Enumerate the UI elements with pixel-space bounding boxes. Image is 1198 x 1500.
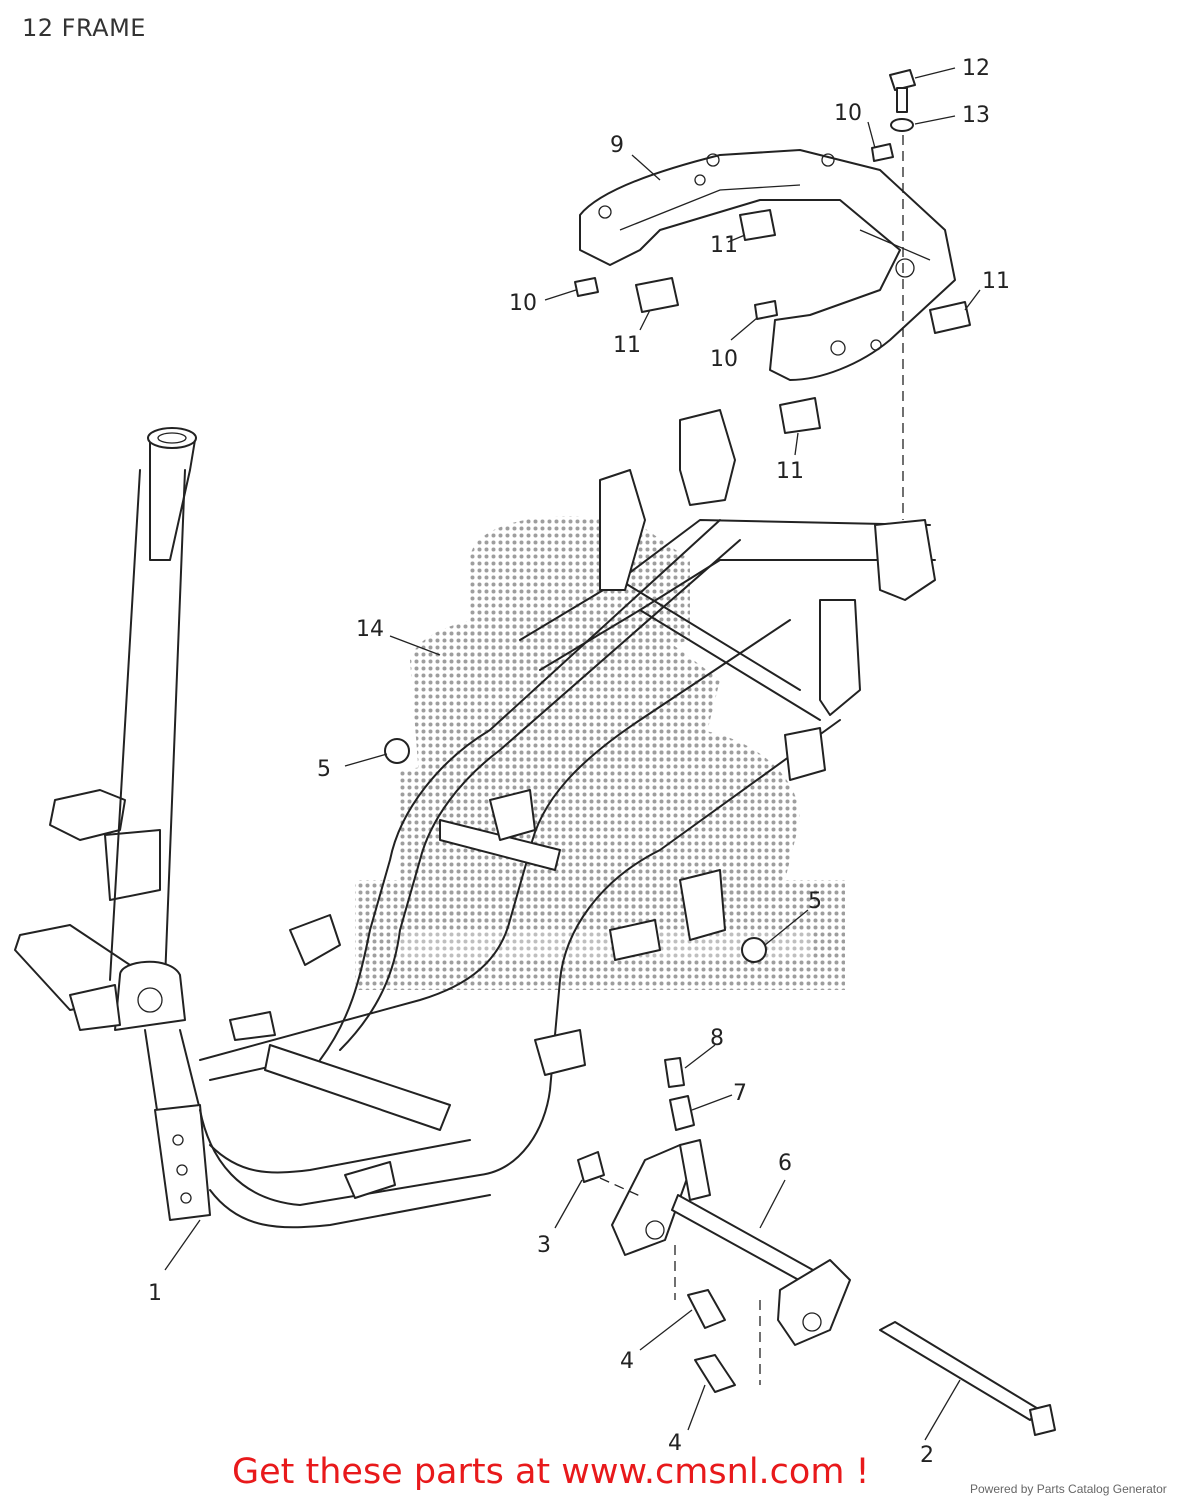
callout-8: 8 — [710, 1026, 724, 1051]
callout-3: 3 — [537, 1233, 551, 1258]
callout-1: 1 — [148, 1281, 162, 1306]
clips — [574, 143, 894, 320]
powered-by-text: Powered by Parts Catalog Generator — [970, 1482, 1167, 1496]
callout-10b: 10 — [710, 347, 738, 372]
nut-lower — [741, 937, 767, 963]
callout-5b: 5 — [808, 889, 822, 914]
shoulder-bolt-upper — [687, 1289, 726, 1329]
spring — [664, 1057, 685, 1088]
shoulder-bolt-lower — [694, 1354, 736, 1393]
callout-11d: 11 — [776, 459, 804, 484]
engine-hanger — [579, 149, 956, 381]
alignment-line-nut — [599, 1177, 641, 1197]
callout-9: 9 — [610, 133, 624, 158]
callout-5a: 5 — [317, 757, 331, 782]
collar — [669, 1095, 695, 1131]
leader-lines — [164, 67, 981, 1441]
callout-14: 14 — [356, 617, 384, 642]
get-parts-link[interactable]: Get these parts at www.cmsnl.com ! — [232, 1452, 870, 1492]
callout-10c: 10 — [834, 101, 862, 126]
page-title: 12 FRAME — [22, 14, 146, 42]
callout-12: 12 — [962, 56, 990, 81]
callout-13: 13 — [962, 103, 990, 128]
callout-11b: 11 — [613, 333, 641, 358]
callout-7: 7 — [733, 1081, 747, 1106]
callout-labels: 1 2 3 4 4 5 5 6 7 8 9 10 10 10 11 11 11 … — [148, 56, 1010, 1468]
callout-6: 6 — [778, 1151, 792, 1176]
rubber-mounts — [635, 209, 971, 434]
callout-4b: 4 — [668, 1431, 682, 1456]
callout-10a: 10 — [509, 291, 537, 316]
bolt-and-washer — [889, 69, 916, 132]
watermark-logo — [355, 516, 845, 990]
callout-11a: 11 — [710, 233, 738, 258]
nut-upper — [384, 738, 410, 764]
callout-11c: 11 — [982, 269, 1010, 294]
callout-2: 2 — [920, 1443, 934, 1468]
callout-4a: 4 — [620, 1349, 634, 1374]
engine-link — [611, 1139, 851, 1346]
lock-nut — [577, 1151, 605, 1183]
pivot-bolt — [879, 1321, 1056, 1436]
main-frame — [14, 409, 936, 1229]
